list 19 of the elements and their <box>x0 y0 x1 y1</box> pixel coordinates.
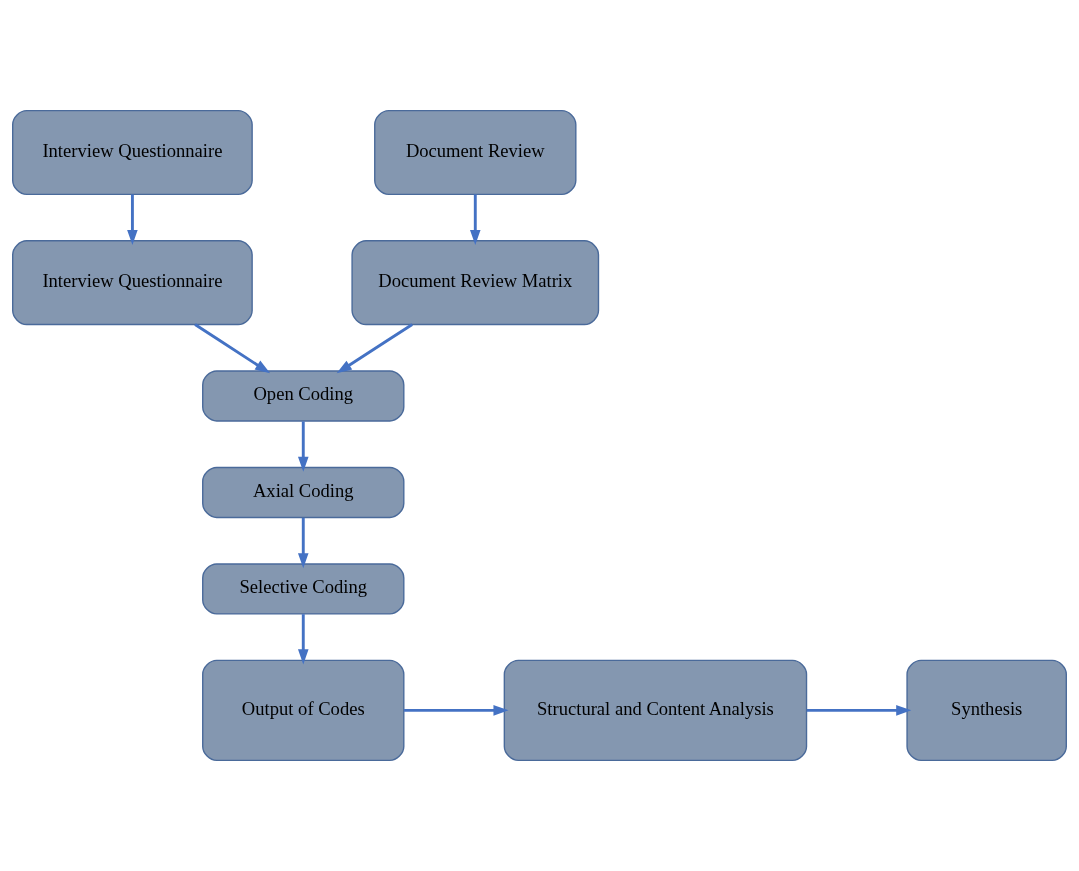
node-box: Output of Codes <box>202 659 405 762</box>
node-box: Synthesis <box>906 659 1067 762</box>
arrow <box>297 614 309 665</box>
node-box: Interview Questionnaire <box>12 109 253 196</box>
node-box: Document Review <box>374 109 577 196</box>
node-box: Selective Coding <box>202 563 405 615</box>
arrow <box>336 323 413 374</box>
arrow <box>194 323 271 374</box>
arrow <box>404 705 509 716</box>
node-box: Document Review Matrix <box>351 240 600 326</box>
arrow <box>469 194 481 246</box>
arrow <box>297 421 309 472</box>
arrow <box>127 194 138 246</box>
node-box: Structural and Content Analysis <box>503 659 808 762</box>
arrow <box>806 705 912 716</box>
node-box: Open Coding <box>202 370 405 422</box>
arrow <box>297 517 309 569</box>
node-box: Interview Questionnaire <box>12 240 253 326</box>
node-box: Axial Coding <box>202 466 405 519</box>
